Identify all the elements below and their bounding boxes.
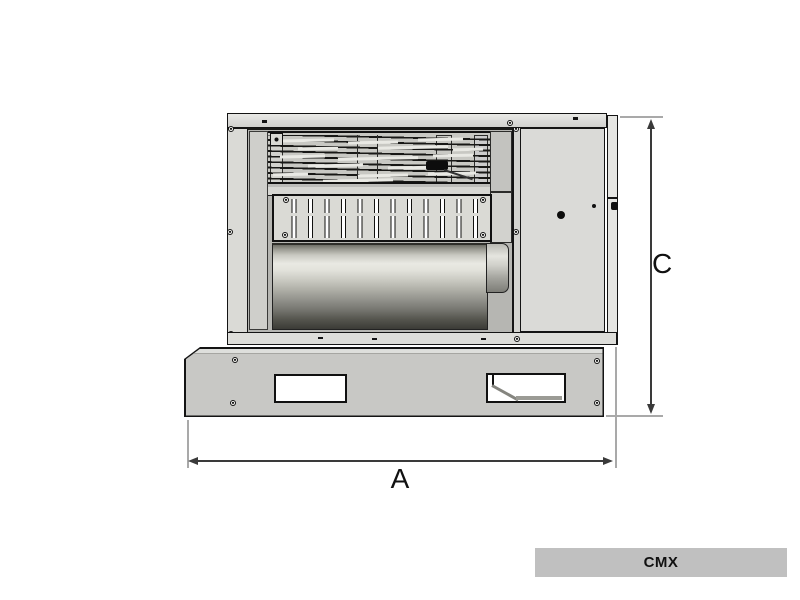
screw: [229, 399, 236, 406]
dim-a-line: [196, 460, 606, 462]
base-top-edge: [185, 348, 603, 354]
slot-row-upper: [280, 199, 484, 213]
frame-tick: [481, 338, 486, 340]
blower-drum: [272, 243, 488, 330]
screw: [231, 356, 238, 363]
bottom-frame-strip: [227, 332, 617, 345]
left-frame: [227, 128, 248, 345]
roof-tick: [573, 117, 578, 120]
screw: [514, 336, 520, 342]
screw: [282, 232, 288, 238]
coil-sensor-block: [426, 161, 448, 170]
base-cutout-right: [485, 372, 566, 403]
cutout-fold-shade: [515, 395, 562, 400]
door-knob: [557, 211, 565, 219]
dim-c-arrow-down: [647, 404, 655, 414]
coil-corner-bracket: [270, 133, 283, 146]
dim-a-arrow-right: [603, 457, 613, 465]
dim-a-extension-left: [187, 420, 189, 468]
right-baffle-bottom: [490, 192, 512, 243]
cutout-fold-diagonal: [490, 383, 519, 401]
dim-a-extension-right: [615, 347, 617, 468]
fin-dash: [452, 147, 484, 152]
screw: [227, 229, 233, 235]
frame-tick: [318, 337, 323, 339]
base-cutout-left: [273, 373, 347, 403]
access-door: [520, 128, 605, 332]
roof-panel: [227, 113, 607, 128]
dim-c-extension-bottom: [606, 415, 663, 417]
dim-c-extension-top: [620, 116, 663, 118]
screw: [228, 126, 234, 132]
right-side-panel: [607, 115, 618, 345]
screw: [593, 399, 600, 406]
base-plinth: [185, 348, 603, 416]
dim-a-arrow-left: [188, 457, 198, 465]
dim-c-label: C: [652, 248, 673, 279]
side-panel-joint: [608, 197, 617, 199]
right-baffle-top: [490, 131, 512, 192]
model-label-bar: CMX: [535, 548, 787, 577]
cutout-notch-line: [491, 374, 494, 386]
slot-row-lower: [280, 216, 484, 238]
dim-a-label: A: [390, 463, 410, 494]
dim-c-arrow-up: [647, 119, 655, 129]
hinge-nub: [611, 202, 618, 210]
screw: [480, 197, 486, 203]
screw: [513, 229, 519, 235]
door-pilot-dot: [592, 204, 596, 208]
roof-tick: [262, 120, 267, 123]
inner-left-column: [249, 131, 268, 330]
screw: [593, 357, 600, 364]
model-label-text: CMX: [643, 554, 679, 571]
screw: [507, 120, 513, 126]
drum-hub: [486, 243, 509, 293]
screw: [480, 232, 486, 238]
screw: [283, 197, 289, 203]
dim-c-line: [650, 126, 652, 406]
coil-fin-block: [268, 131, 490, 184]
frame-tick: [372, 338, 377, 340]
slotted-panel: [272, 194, 492, 242]
